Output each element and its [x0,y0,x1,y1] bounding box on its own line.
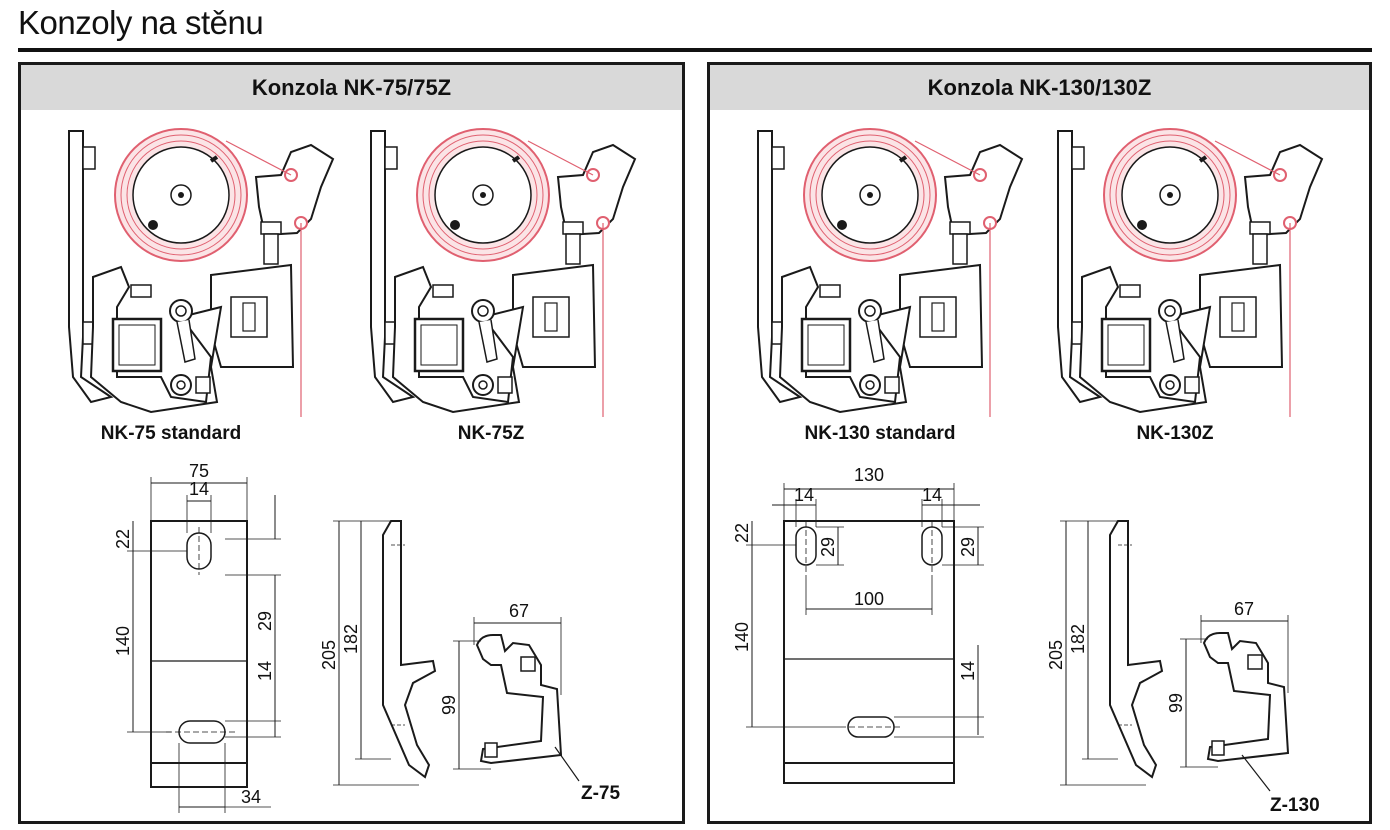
dim-29-left: 29 [818,537,838,557]
dim-140: 140 [113,626,133,656]
dim-130: 130 [854,465,884,485]
dim-14b: 14 [958,661,978,681]
part-label-z75: Z-75 [581,783,621,804]
page-title: Konzoly na stěnu [18,4,264,41]
part-label-z130: Z-130 [1270,795,1320,816]
nk130-drawings: 130 14 14 22 29 29 100 140 14 205 182 67… [732,127,1324,816]
dim-14-left: 14 [794,485,814,505]
dim-182: 182 [341,624,361,654]
dim-205: 205 [319,640,339,670]
dim-99: 99 [1166,693,1186,713]
dim-67: 67 [509,601,529,621]
nk75-standard-drawing [67,127,335,419]
nk75-front-view [127,477,281,813]
dim-67: 67 [1234,599,1254,619]
title-rule [18,48,1372,52]
nk130-standard-drawing [756,127,1024,419]
panel-header: Konzola NK-130/130Z [710,65,1369,110]
dim-29-right: 29 [958,537,978,557]
nk130z-drawing [1056,127,1324,419]
dim-140: 140 [732,622,752,652]
dim-75: 75 [189,461,209,481]
nk75z-drawing [369,127,637,419]
dim-29: 29 [255,611,275,631]
caption-nk75-standard: NK-75 standard [100,423,242,444]
z75-clip [453,617,580,782]
panel-header: Konzola NK-75/75Z [21,65,682,110]
dim-100: 100 [854,589,884,609]
dim-14-right: 14 [922,485,942,505]
dim-182: 182 [1068,624,1088,654]
caption-nk130z: NK-130Z [1136,423,1214,444]
dim-14: 14 [189,479,209,499]
panel-nk75: Konzola NK-75/75Z [18,62,685,824]
caption-nk130-standard: NK-130 standard [804,423,956,444]
dim-14b: 14 [255,661,275,681]
caption-nk75z: NK-75Z [457,423,525,444]
nk75-side-view [333,520,437,786]
dim-99: 99 [439,695,459,715]
panel-nk130: Konzola NK-130/130Z [707,62,1372,824]
dim-22: 22 [732,523,752,543]
nk75-drawings: 75 14 22 140 29 14 34 205 182 67 99 Z-75 [67,127,637,813]
dim-205: 205 [1046,640,1066,670]
z130-clip [1180,615,1290,792]
nk130-side-view [1060,520,1164,786]
dim-34: 34 [241,787,261,807]
nk130-front-view [746,483,984,784]
dim-22: 22 [113,529,133,549]
